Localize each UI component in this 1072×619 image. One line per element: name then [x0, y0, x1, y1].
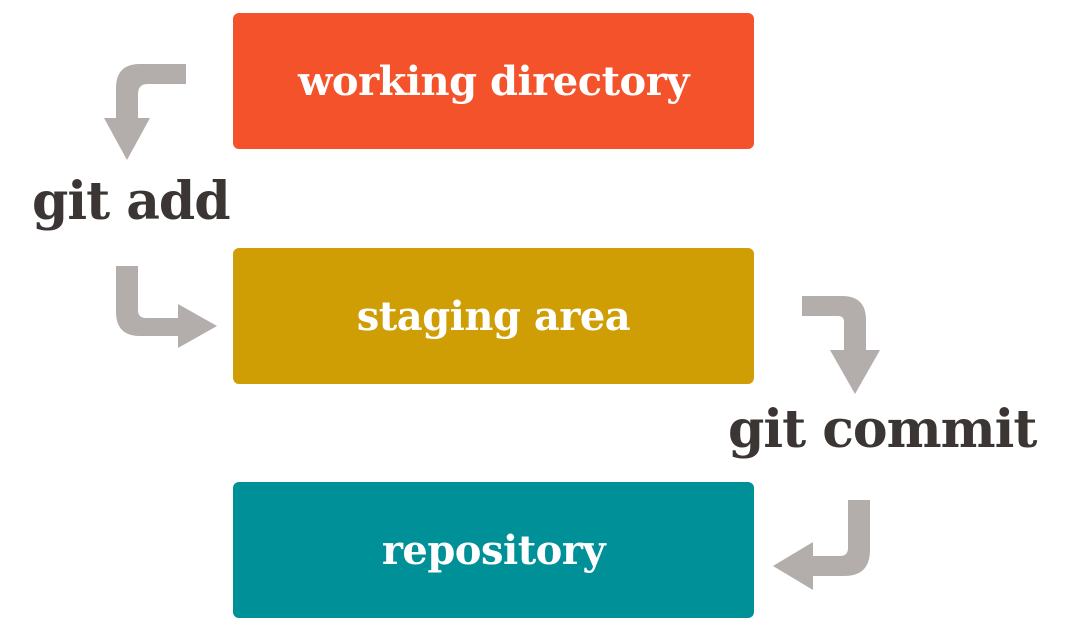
repository-label: repository — [381, 526, 606, 574]
working-directory-box: working directory — [233, 13, 754, 149]
arrow-right-down-icon — [802, 296, 880, 394]
staging-area-label: staging area — [356, 292, 631, 340]
arrow-down-left-into-repo-icon — [773, 500, 870, 590]
git-commit-label: git commit — [728, 399, 1037, 460]
git-add-label: git add — [32, 171, 231, 232]
working-directory-label: working directory — [297, 57, 690, 105]
repository-box: repository — [233, 482, 754, 618]
arrow-down-left-icon — [104, 64, 186, 160]
arrow-down-right-icon — [116, 266, 217, 348]
staging-area-box: staging area — [233, 248, 754, 384]
